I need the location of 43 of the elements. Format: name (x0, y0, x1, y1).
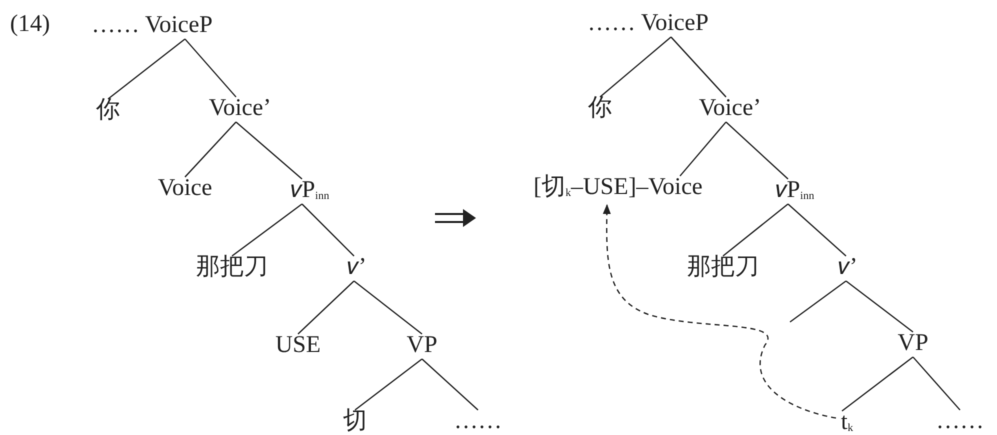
movement-arrow (602, 204, 836, 419)
branch-line (354, 358, 422, 411)
branch-line (184, 38, 236, 98)
branch-line (184, 122, 236, 178)
tree-node-label: VP (898, 331, 928, 355)
branch-line (912, 356, 960, 410)
branch-line (232, 203, 302, 257)
branch-line (422, 358, 478, 410)
tree-node-label: 𝑣’ (348, 255, 366, 279)
tree-node-label: …… (936, 409, 984, 433)
tree-node-label: 𝑣’ (838, 255, 858, 279)
branch-line (726, 122, 788, 180)
branch-line (236, 122, 302, 180)
tree-node-label: 你 (96, 98, 120, 122)
tree-node-label: VP (406, 333, 438, 357)
tree-node-label: Voice’ (208, 96, 272, 120)
branch-line (298, 280, 354, 334)
branch-line (842, 356, 914, 412)
tree-node-label: 𝑣P$_{inn}$ (290, 178, 330, 202)
tree-node-label: 你 (588, 96, 612, 120)
tree-node-label: [切$_{k}$–USE]–Voice (533, 175, 703, 199)
branch-line (788, 204, 846, 256)
tree-node-label: 𝑣P$_{inn}$ (776, 178, 814, 202)
tree-node-label: t$_{k}$ (840, 410, 854, 434)
tree-node-label: …… VoiceP (587, 11, 709, 35)
branch-line (722, 204, 788, 256)
branch-line (600, 36, 672, 98)
tree-node-label: 切 (343, 409, 367, 433)
branch-line (108, 38, 186, 100)
tree-node-label: Voice’ (698, 96, 762, 120)
tree-node-label: Voice (158, 176, 212, 200)
branch-line (670, 36, 726, 98)
branch-line (302, 204, 354, 256)
branch-line (846, 280, 914, 333)
example-number: (14) (10, 12, 50, 36)
tree-node-label: …… VoiceP (91, 13, 213, 37)
branch-line (790, 280, 846, 323)
tree-node-label: USE (275, 333, 321, 357)
tree-node-label: …… (454, 409, 502, 433)
branch-line (680, 122, 726, 176)
tree-node-label: 那把刀 (196, 255, 268, 279)
branch-line (354, 280, 422, 335)
tree-node-label: 那把刀 (687, 255, 759, 279)
